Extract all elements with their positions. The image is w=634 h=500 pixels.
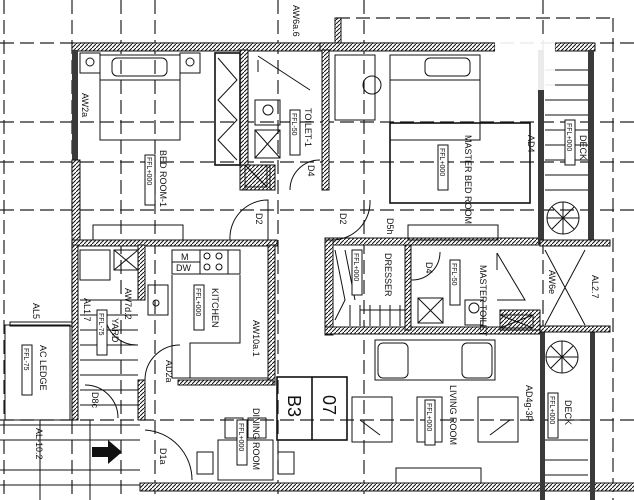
furniture: [0, 52, 588, 500]
tag-microwave: M: [181, 252, 189, 262]
block-label: B3: [284, 395, 304, 417]
dining-label: DINING ROOM: [251, 408, 261, 470]
bedroom1-level: FFL+000: [145, 157, 152, 185]
tag-al17: AL1.7: [82, 298, 92, 322]
ac-ledge-label: AC LEDGE: [38, 345, 48, 391]
tag-ad2a: AD2a: [164, 360, 174, 383]
master-toilet-label: MASTER TOILET: [478, 265, 488, 337]
deck-lower-level: FFL+000: [548, 396, 555, 424]
dresser-level: FFL+000: [352, 253, 359, 281]
tag-d4-master-toilet: D4: [424, 262, 434, 274]
tag-al5: AL5: [31, 303, 41, 319]
tag-ad4g3p: AD4g-3P: [524, 385, 534, 422]
toilet1-label: TOILET-1: [303, 108, 313, 147]
deck-upper-level: FFL+000: [565, 123, 572, 151]
tag-d1a: D1a: [158, 448, 168, 465]
tag-d2-master: D2: [338, 213, 348, 225]
dining-level: FFL+000: [237, 423, 244, 451]
dresser-label: DRESSER: [383, 253, 393, 297]
living-level: FFL+000: [425, 403, 432, 431]
tag-d5h: D5h: [385, 218, 395, 235]
master-toilet-level: FFL-50: [450, 263, 457, 286]
walls: [71, 17, 634, 500]
tag-al27: AL2.7: [590, 275, 600, 299]
tag-ad4: AD4: [526, 135, 536, 153]
tag-aw6e: AW6e: [547, 270, 557, 294]
unit-number: 07: [319, 395, 339, 415]
tag-aw2a: AW2a: [80, 93, 90, 117]
tag-al102: AL-10.2: [34, 428, 44, 460]
yard-level: FFL-75: [97, 313, 104, 336]
kitchen-label: KITCHEN: [210, 288, 220, 328]
room-labels: BED ROOM-1 FFL+000 TOILET-1 FFL-50 MASTE…: [22, 108, 588, 470]
yard-label: YARD: [110, 318, 120, 343]
tag-aw7d2: AW7d.2: [123, 288, 133, 320]
bedroom1-label: BED ROOM-1: [158, 150, 168, 207]
master-bed-label: MASTER BED ROOM: [463, 135, 473, 224]
master-bed-level: FFL+000: [438, 148, 445, 176]
level-tags: [21, 109, 576, 466]
living-label: LIVING ROOM: [448, 385, 458, 445]
watermark-patch: [495, 40, 555, 90]
entry-arrow-icon: [92, 440, 122, 464]
deck-upper-label: DECK: [578, 135, 588, 160]
kitchen-level: FFL+000: [194, 288, 201, 316]
deck-lower-label: DECK: [563, 400, 573, 425]
tag-d2-bedroom1: D2: [254, 213, 264, 225]
toilet1-level: FFL-50: [290, 113, 297, 136]
tag-d8c: D8c: [90, 392, 100, 409]
tag-aw6a6: AW6a.6: [291, 5, 301, 37]
tag-d4-toilet1: D4: [306, 165, 316, 177]
ac-ledge-level: FFL-75: [22, 348, 29, 371]
tag-aw10a1: AW10a.1: [251, 320, 261, 357]
tag-dishwasher: DW: [176, 263, 191, 273]
opening-tags: AW6a.6 AW2a D4 D2 D2 D5h AD4 D4 AW6e AL2…: [31, 5, 600, 465]
